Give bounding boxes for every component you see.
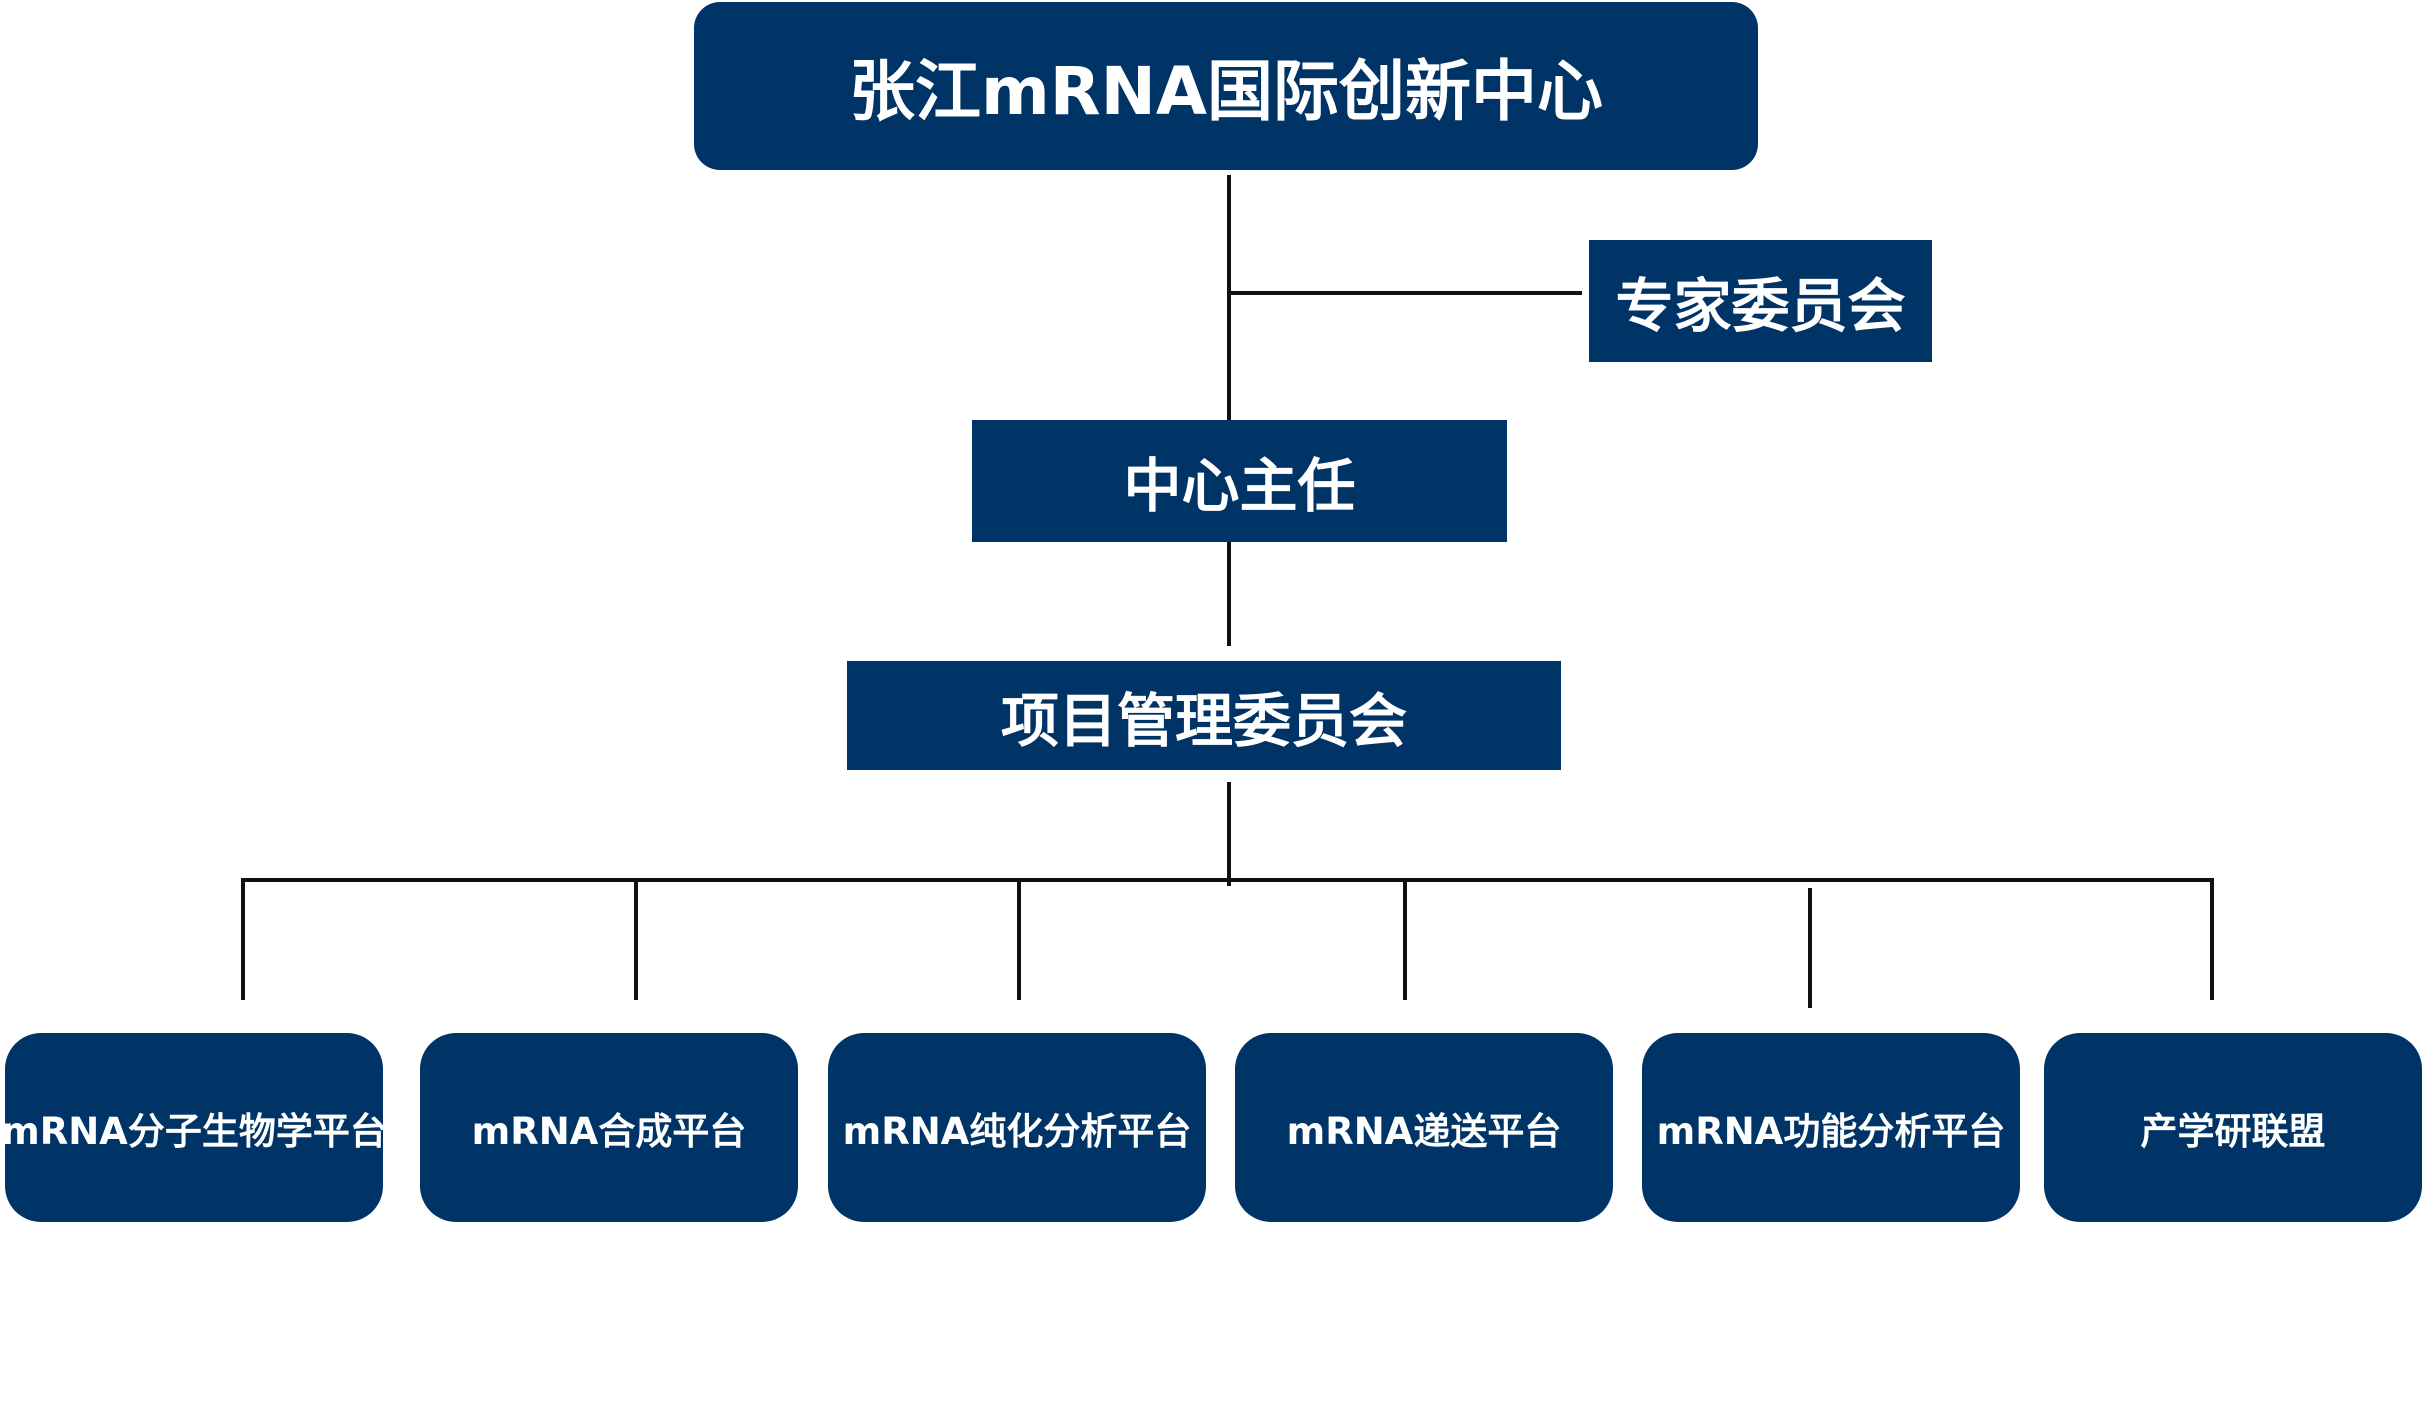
- center-director-box: 中心主任: [972, 420, 1507, 542]
- org-root-box: 张江mRNA国际创新中心: [694, 2, 1758, 170]
- platform-purification-analysis: mRNA纯化分析平台: [828, 1033, 1206, 1222]
- connector-to-expert-committee: [1227, 291, 1582, 295]
- connector-drop-platform-6: [2210, 878, 2214, 1000]
- connector-drop-platform-2: [634, 878, 638, 1000]
- platform-synthesis: mRNA合成平台: [420, 1033, 798, 1222]
- expert-committee-box: 专家委员会: [1589, 240, 1932, 362]
- connector-committee-to-bus: [1227, 782, 1231, 886]
- connector-root-to-director: [1227, 175, 1231, 421]
- platform-delivery: mRNA递送平台: [1235, 1033, 1613, 1222]
- connector-drop-platform-1: [241, 878, 245, 1000]
- platform-function-analysis: mRNA功能分析平台: [1642, 1033, 2020, 1222]
- project-management-committee-box: 项目管理委员会: [847, 661, 1561, 770]
- industry-university-research-alliance: 产学研联盟: [2044, 1033, 2422, 1222]
- connector-director-to-committee: [1227, 542, 1231, 646]
- platform-molecular-biology: mRNA分子生物学平台: [1, 1033, 387, 1222]
- connector-drop-platform-5: [1808, 888, 1812, 1008]
- connector-platform-bus: [241, 878, 2214, 882]
- connector-drop-platform-3: [1017, 878, 1021, 1000]
- connector-drop-platform-4: [1403, 878, 1407, 1000]
